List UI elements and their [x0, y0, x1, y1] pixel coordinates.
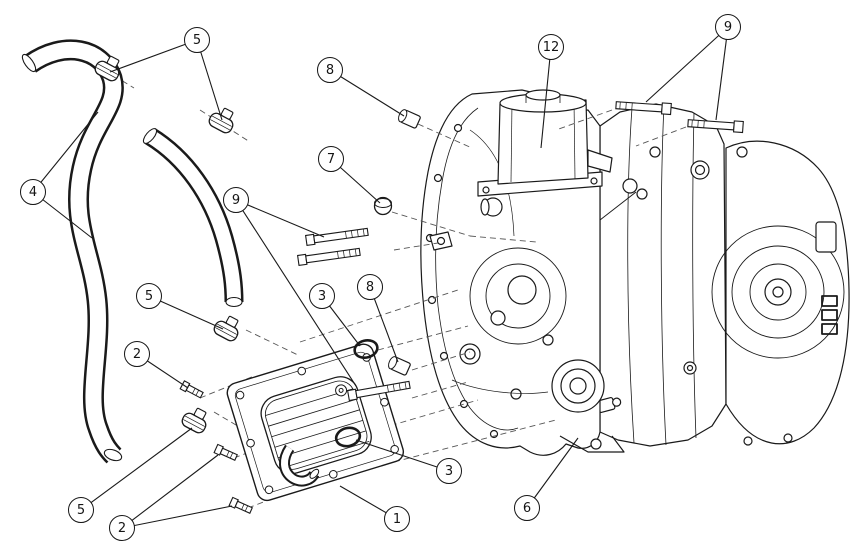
bolt-top-2: [687, 119, 744, 134]
callout-12-top-cover[interactable]: 12: [538, 34, 564, 60]
leader-lines: [32, 26, 729, 529]
bolt-small-2: [213, 443, 238, 461]
callout-9-bolts-mid[interactable]: 9: [223, 187, 249, 213]
gearbox-main-case: [596, 103, 727, 447]
callout-8-bushing-mid[interactable]: 8: [357, 274, 383, 300]
oil-cooler: [226, 343, 405, 502]
coolant-hose-short: [142, 127, 244, 308]
hose-clamp-1: [94, 55, 120, 82]
engraved-logo: [821, 295, 838, 335]
bolt-long-1: [304, 227, 369, 247]
bushing-2: [388, 356, 411, 376]
callout-5-clamp-mid[interactable]: 5: [136, 283, 162, 309]
top-cover-unit: [477, 89, 648, 221]
bolt-small-3: [228, 496, 253, 514]
alignment-lines: [87, 59, 687, 509]
callout-8-bushing-top[interactable]: 8: [317, 57, 343, 83]
callout-3-oring-bottom[interactable]: 3: [436, 458, 462, 484]
hose-clamps: [94, 55, 239, 434]
hose-clamp-3: [213, 315, 239, 342]
callout-4-hose[interactable]: 4: [20, 179, 46, 205]
callout-6-transmission[interactable]: 6: [514, 495, 540, 521]
o-ring-1: [353, 338, 379, 360]
bolt-long-3: [346, 380, 411, 402]
callout-9-bolts-top[interactable]: 9: [715, 14, 741, 40]
o-ring-2: [334, 426, 362, 448]
speed-sensor: [596, 396, 622, 414]
hose-clamp-4: [181, 407, 207, 434]
callout-2-bolt-mid[interactable]: 2: [124, 341, 150, 367]
gearbox-end-cover: [711, 140, 850, 446]
callout-2-bolts-bottom[interactable]: 2: [109, 515, 135, 541]
callout-3-oring-top[interactable]: 3: [309, 283, 335, 309]
callout-7-plug[interactable]: 7: [318, 146, 344, 172]
callout-5-clamps-top[interactable]: 5: [184, 27, 210, 53]
bushing-1: [398, 109, 421, 129]
bolt-small-1: [179, 380, 204, 399]
coolant-hose-long: [21, 39, 124, 464]
small-parts: [179, 101, 744, 514]
transmission-assembly: [420, 89, 850, 456]
callout-1-oil-cooler[interactable]: 1: [384, 506, 410, 532]
bolt-top-1: [615, 101, 672, 116]
callout-5-clamp-bottom[interactable]: 5: [68, 497, 94, 523]
bolt-long-2: [296, 247, 361, 267]
hose-clamp-2: [208, 107, 234, 134]
cooler-pipe: [279, 444, 320, 487]
